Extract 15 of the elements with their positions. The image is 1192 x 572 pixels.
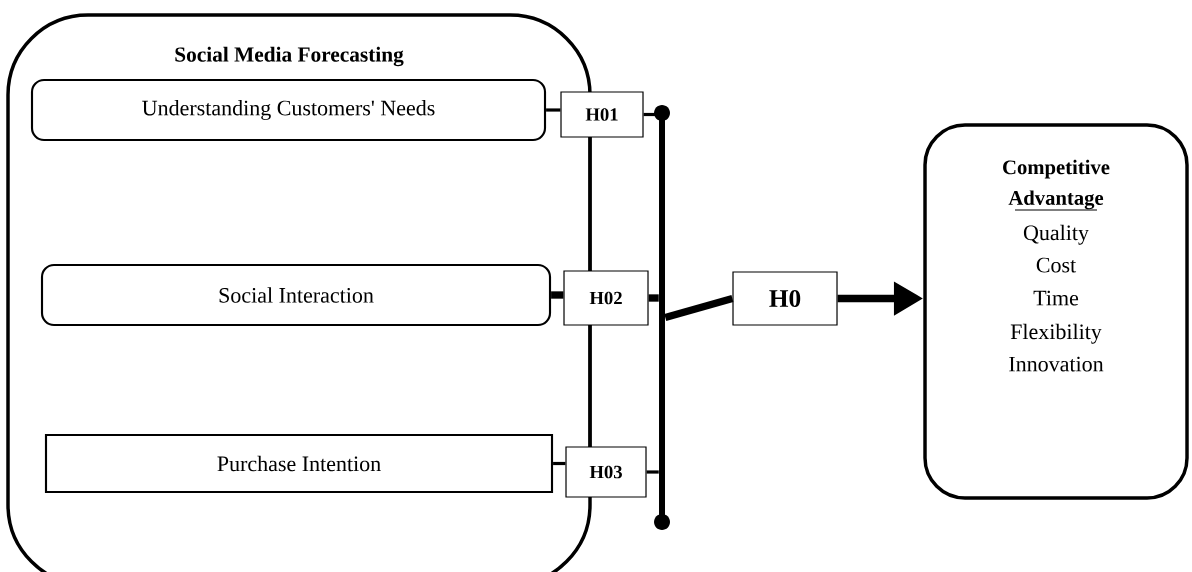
connector bbox=[546, 108, 561, 112]
connector bbox=[588, 137, 592, 271]
connector bbox=[588, 325, 592, 447]
process-box: Purchase Intention bbox=[44, 433, 554, 494]
connector bbox=[553, 461, 566, 466]
rounded-box: Understanding Customers' Needs bbox=[30, 78, 547, 142]
rounded-box: Competitive Advantage Quality Cost Time Flexibility Innovation bbox=[923, 123, 1189, 500]
connector bbox=[664, 294, 734, 322]
hypothesis-box: H0 bbox=[732, 271, 838, 326]
hypothesis-box: H02 bbox=[563, 270, 649, 326]
connector bbox=[646, 470, 659, 474]
rounded-box: Social Interaction bbox=[40, 263, 552, 327]
connector-bar bbox=[654, 105, 670, 530]
hypothesis-box: H01 bbox=[560, 91, 644, 138]
hypothesis-box: H03 bbox=[565, 446, 647, 498]
